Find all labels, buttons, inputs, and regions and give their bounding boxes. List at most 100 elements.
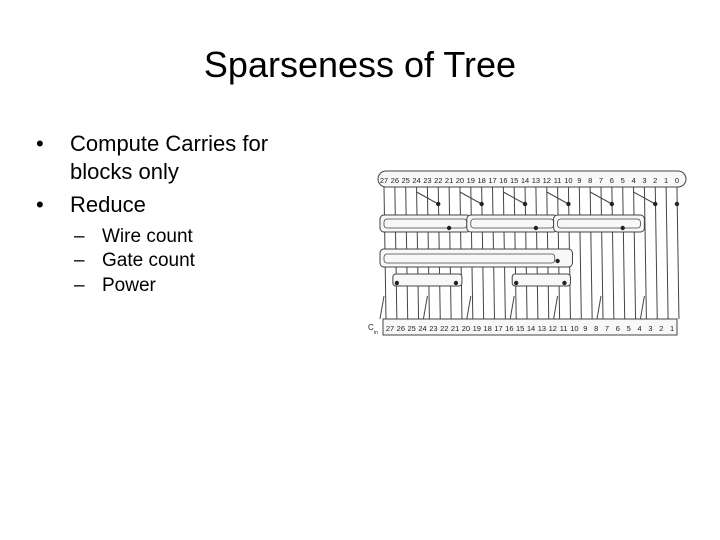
carry-in-label: C: [368, 323, 374, 332]
top-bit-label: 19: [467, 176, 475, 185]
sub-bullet-marker: –: [74, 225, 85, 247]
level1-merge-node: [436, 201, 441, 207]
top-bit-label: 4: [631, 176, 635, 185]
bottom-bit-label: 4: [637, 324, 641, 333]
bullet-reduce: • Reduce: [32, 191, 332, 219]
level1-merge-node: [479, 201, 484, 207]
bullet-compute-carries: • Compute Carries for blocks only: [32, 130, 332, 185]
bit-wire: [643, 186, 647, 320]
top-bit-label: 17: [488, 176, 496, 185]
top-bit-label: 9: [577, 176, 581, 185]
level1-merge-wire: [546, 191, 569, 205]
level1-merge-wire: [459, 191, 482, 205]
top-bit-label: 16: [499, 176, 507, 185]
bottom-bit-label: 18: [483, 324, 491, 333]
input-bus-box: [377, 170, 687, 188]
bit-wire: [578, 186, 582, 320]
bullet-marker: •: [36, 192, 44, 217]
bit-wire: [600, 186, 604, 320]
bullet-text: Reduce: [70, 192, 146, 217]
level4-merge-node: [453, 280, 459, 286]
bottom-bit-label: 5: [627, 324, 631, 333]
bottom-bit-label: 1: [670, 324, 674, 333]
sub-bullet-wire-count: – Wire count: [32, 225, 332, 250]
top-bit-label: 20: [456, 176, 464, 185]
sub-bullet-gate-count: – Gate count: [32, 249, 332, 274]
top-bit-label: 21: [445, 176, 453, 185]
bottom-bit-label: 8: [594, 324, 598, 333]
top-bit-label: 27: [380, 176, 388, 185]
bottom-bit-label: 13: [538, 324, 546, 333]
level4-group-box: [392, 273, 463, 287]
carry-in-subscript: in: [374, 330, 378, 336]
top-bit-label: 10: [564, 176, 572, 185]
output-feed-wire: [509, 295, 515, 320]
top-bit-label: 1: [664, 176, 668, 185]
level1-merge-node: [566, 201, 571, 207]
bottom-bit-label: 23: [429, 324, 437, 333]
output-feed-wire: [553, 295, 559, 320]
level1-merge-wire: [416, 191, 439, 205]
slide-title: Sparseness of Tree: [203, 44, 517, 85]
level2-merge-node: [446, 225, 452, 231]
level4-group-box: [511, 273, 571, 287]
top-bit-label: 8: [588, 176, 592, 185]
output-feed-wire: [422, 295, 428, 320]
top-bit-label: 12: [543, 176, 551, 185]
level4-merge-node: [514, 280, 519, 286]
level3-inner-box: [383, 253, 556, 264]
bottom-bit-label: 17: [494, 324, 502, 333]
level2-group-box: [379, 214, 472, 233]
output-feed-wire: [379, 295, 385, 320]
bottom-bit-label: 9: [583, 324, 587, 333]
bit-wire: [665, 186, 669, 320]
top-bit-label: 0: [675, 176, 679, 185]
level2-merge-node: [620, 225, 625, 231]
level1-merge-node: [653, 201, 658, 207]
level1-merge-node: [674, 201, 680, 207]
bottom-bit-label: 2: [659, 324, 663, 333]
sub-bullet-text: Gate count: [102, 250, 195, 272]
bit-wire: [676, 186, 680, 320]
output-feed-wire: [639, 295, 645, 320]
top-bit-label: 5: [621, 176, 625, 185]
bottom-bit-label: 12: [549, 324, 557, 333]
top-bit-label: 23: [423, 176, 431, 185]
bit-wire: [633, 186, 637, 320]
top-bit-label: 15: [510, 176, 518, 185]
bottom-bit-label: 16: [505, 324, 513, 333]
top-bit-label: 2: [653, 176, 657, 185]
bottom-bit-label: 25: [408, 324, 416, 333]
bottom-bit-label: 26: [397, 324, 405, 333]
bullet-list: • Compute Carries for blocks only • Redu…: [32, 130, 332, 299]
level1-merge-node: [522, 201, 528, 207]
top-bit-label: 11: [554, 176, 562, 185]
top-bit-label: 22: [434, 176, 442, 185]
bullet-text: Compute Carries for blocks only: [70, 131, 269, 184]
top-bit-label: 18: [477, 176, 485, 185]
bottom-bit-label: 20: [462, 324, 470, 333]
bottom-bit-label: 22: [440, 324, 448, 333]
sub-bullet-marker: –: [74, 274, 85, 296]
level2-group-box: [466, 214, 559, 233]
level3-merge-node: [555, 258, 560, 264]
bottom-bit-label: 27: [386, 324, 394, 333]
level3-group-box: [379, 248, 573, 268]
top-bit-label: 13: [532, 176, 540, 185]
level1-merge-wire: [589, 191, 613, 205]
top-bit-label: 6: [610, 176, 614, 185]
bottom-bit-label: 11: [560, 324, 568, 333]
top-bit-label: 25: [402, 176, 410, 185]
bottom-bit-label: 19: [473, 324, 481, 333]
level4-merge-node: [394, 280, 400, 286]
top-bit-label: 3: [642, 176, 646, 185]
bottom-bit-label: 21: [451, 324, 459, 333]
bottom-bit-label: 7: [605, 324, 609, 333]
level2-inner-box: [557, 218, 641, 229]
bottom-bit-label: 10: [570, 324, 578, 333]
sub-bullet-power: – Power: [32, 274, 332, 299]
bit-wire: [622, 186, 626, 320]
level2-group-box: [553, 214, 645, 233]
top-bit-label: 24: [412, 176, 420, 185]
